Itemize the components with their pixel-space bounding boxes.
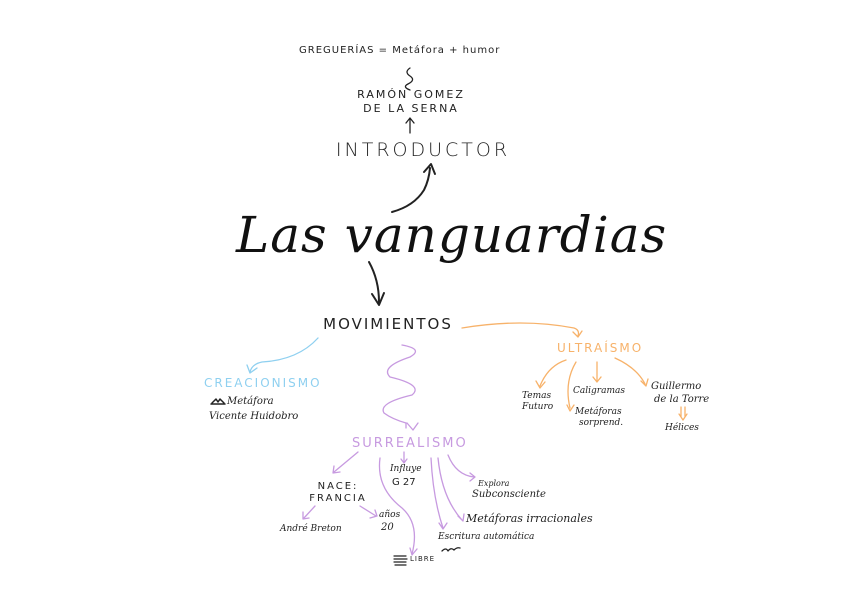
influye-1: Influye	[390, 464, 422, 474]
breton: André Breton	[280, 524, 342, 534]
temas-2: Futuro	[522, 402, 554, 412]
metaforas-irracionales: Metáforas irracionales	[466, 512, 593, 525]
arrow-up-to-author	[405, 117, 415, 134]
influye-2: G 27	[392, 477, 416, 488]
arrow-to-ultraismo	[461, 322, 583, 338]
ultraismo-label: ULTRAÍSMO	[557, 341, 644, 355]
arrow-to-creacionismo	[246, 337, 319, 374]
creacionismo-metafora: Metáfora	[227, 396, 274, 407]
movimientos-label: MOVIMIENTOS	[323, 315, 453, 333]
arrow-to-escritura	[430, 457, 448, 530]
main-title: Las vanguardias	[236, 206, 668, 264]
explora-1: Explora	[478, 479, 510, 488]
creacionismo-label: CREACIONISMO	[204, 376, 322, 390]
libre: LIBRE	[410, 555, 436, 563]
arrow-to-nace	[332, 451, 359, 474]
escritura-automatica: Escritura automática	[438, 532, 535, 542]
greguerias-label: GREGUERÍAS = Metáfora + humor	[299, 45, 501, 56]
arrow-to-metaforas-irr	[437, 457, 465, 522]
arrow-to-breton	[302, 505, 316, 520]
anos-1: años	[379, 510, 401, 520]
arrow-to-influye	[400, 451, 408, 464]
double-arrow-to-helices	[678, 406, 688, 421]
temas-1: Temas	[522, 391, 552, 401]
scribble	[441, 547, 461, 552]
arrow-to-caligramas	[592, 361, 602, 383]
arrow-to-explora	[447, 454, 476, 482]
arrow-to-movimientos	[368, 261, 385, 306]
nace-2: FRANCIA	[309, 493, 367, 504]
anos-2: 20	[381, 522, 394, 533]
arrow-to-guillermo	[614, 357, 649, 387]
arrow-to-introductor	[391, 163, 436, 213]
helices: Hélices	[665, 423, 699, 433]
arrow-to-libre	[378, 457, 418, 556]
star-icon	[210, 398, 226, 405]
nace-1: NACE:	[317, 481, 359, 492]
caligramas: Caligramas	[573, 386, 625, 396]
author-line1: RAMÓN GOMEZ	[357, 88, 465, 101]
metaforas-sorprend-2: sorprend.	[579, 418, 624, 428]
arrow-to-metaforas	[566, 361, 577, 412]
guillermo-2: de la Torre	[654, 394, 710, 405]
ampersand-squiggle	[404, 67, 414, 91]
surrealismo-label: SURREALISMO	[352, 436, 468, 451]
ampersand: &	[404, 66, 405, 67]
squiggle-arrow-to-surrealismo	[382, 344, 419, 431]
author-line2: DE LA SERNA	[363, 102, 459, 115]
arrow-to-anos	[359, 505, 378, 519]
metaforas-sorprend-1: Metáforas	[575, 407, 622, 417]
guillermo-1: Guillermo	[651, 381, 702, 392]
book-icon	[393, 555, 408, 566]
creacionismo-huidobro: Vicente Huidobro	[209, 411, 299, 422]
arrow-to-temas	[535, 359, 567, 389]
introductor-label: INTRODUCTOR	[335, 139, 511, 161]
explora-2: Subconsciente	[472, 489, 546, 500]
